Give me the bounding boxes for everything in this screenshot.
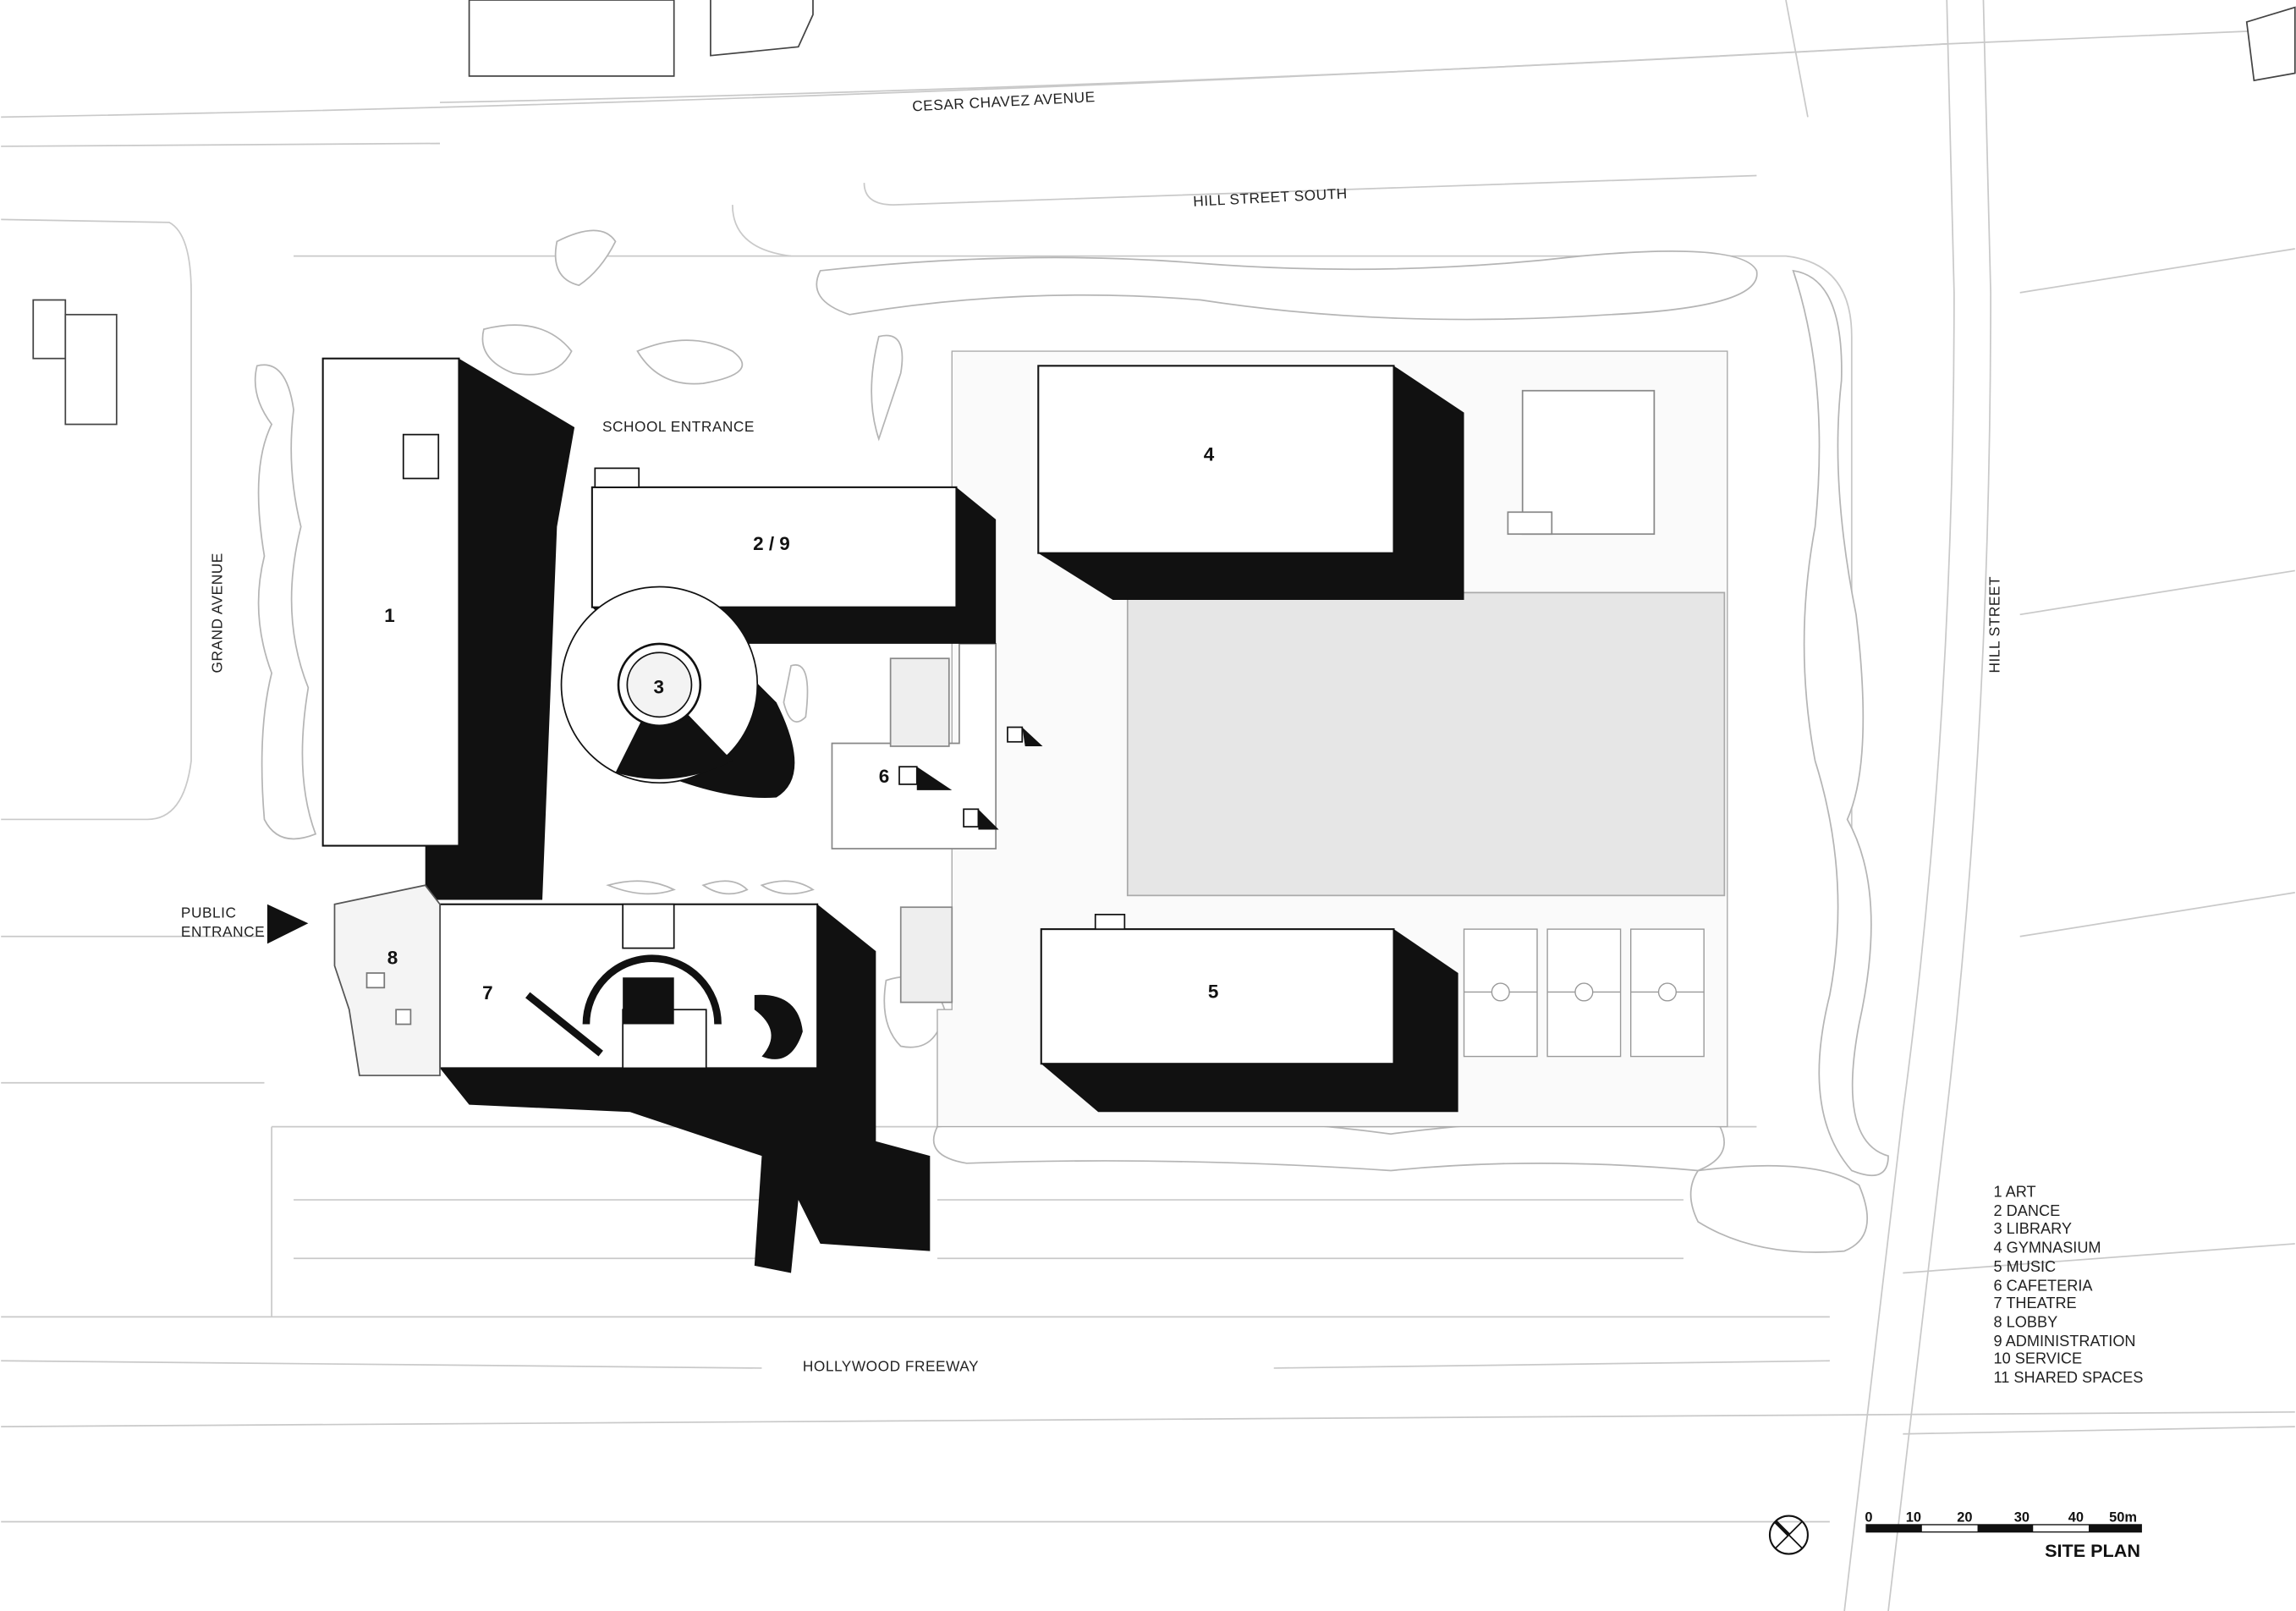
label-library: 3 (653, 677, 664, 698)
legend-item: 10 SERVICE (1994, 1350, 2083, 1367)
label-lobby: 8 (387, 948, 398, 969)
scale-tick: 30 (2014, 1510, 2030, 1526)
scale-tick: 20 (1957, 1510, 1972, 1526)
scale-tick: 0 (1865, 1510, 1872, 1526)
cafeteria-kiosks (898, 726, 1043, 830)
label-music: 5 (1208, 981, 1219, 1002)
context-buildings (32, 0, 2296, 426)
pool (1521, 389, 1656, 536)
street-hill: HILL STREET (1986, 576, 2002, 674)
legend-item: 2 DANCE (1994, 1202, 2061, 1219)
scale-bar: 0 10 20 30 40 50m SITE PLAN (1865, 1510, 2142, 1561)
legend-item: 1 ART (1994, 1184, 2036, 1201)
legend-item: 9 ADMINISTRATION (1994, 1333, 2136, 1350)
street-hill-south: HILL STREET SOUTH (1193, 184, 1348, 210)
label-cafeteria: 6 (879, 766, 890, 787)
legend-item: 5 MUSIC (1994, 1258, 2057, 1275)
school-entrance-label: SCHOOL ENTRANCE (602, 418, 755, 435)
scale-tick: 50m (2109, 1510, 2137, 1526)
scale-tick: 40 (2068, 1510, 2084, 1526)
building-library (560, 586, 795, 798)
building-art (321, 357, 575, 900)
entrance-arrow-icon (266, 904, 309, 944)
label-gymnasium: 4 (1204, 444, 1215, 465)
public-entrance-label-2: ENTRANCE (181, 923, 265, 940)
street-grand-avenue: GRAND AVENUE (208, 553, 225, 673)
legend-item: 11 SHARED SPACES (1994, 1369, 2144, 1386)
basketball-courts (1463, 928, 1705, 1058)
label-dance-admin: 2 / 9 (753, 533, 790, 554)
legend-item: 3 LIBRARY (1994, 1220, 2072, 1237)
legend-item: 4 GYMNASIUM (1994, 1239, 2101, 1256)
label-art: 1 (384, 605, 395, 626)
street-cesar-chavez: CESAR CHAVEZ AVENUE (912, 88, 1096, 114)
building-gymnasium (1037, 365, 1464, 601)
label-theatre: 7 (482, 982, 493, 1003)
legend-item: 8 LOBBY (1994, 1314, 2058, 1331)
sports-field (1126, 591, 1726, 897)
scale-tick: 10 (1906, 1510, 1921, 1526)
street-hollywood-freeway: HOLLYWOOD FREEWAY (803, 1357, 979, 1374)
site-plan-title: SITE PLAN (2045, 1540, 2140, 1561)
legend-item: 7 THEATRE (1994, 1295, 2077, 1311)
building-music (1040, 913, 1458, 1113)
building-theatre (438, 903, 931, 1273)
north-arrow-icon (1768, 1515, 1809, 1555)
building-lobby (333, 884, 441, 1076)
public-entrance-label: PUBLIC (181, 904, 237, 921)
legend: 1 ART 2 DANCE 3 LIBRARY 4 GYMNASIUM 5 MU… (1994, 1184, 2144, 1387)
legend-item: 6 CAFETERIA (1994, 1277, 2094, 1294)
